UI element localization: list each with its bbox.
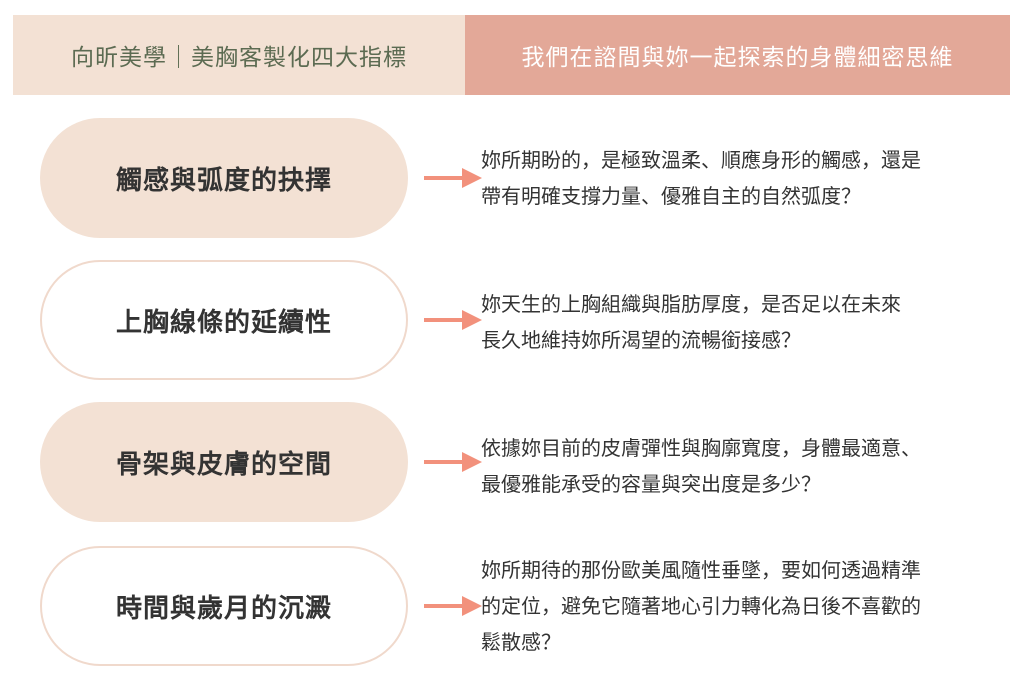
header-title: 向昕美學｜美胸客製化四大指標 bbox=[13, 15, 465, 95]
description-line: 妳所期盼的，是極致溫柔、順應身形的觸感，還是 bbox=[481, 148, 921, 172]
indicator-row-4: 時間與歲月的沉澱 妳所期待的那份歐美風隨性垂墜，要如何透過精準 的定位，避免它隨… bbox=[40, 546, 1000, 670]
indicator-description: 妳所期盼的，是極致溫柔、順應身形的觸感，還是 帶有明確支撐力量、優雅自主的自然弧… bbox=[481, 142, 991, 214]
header-subtitle: 我們在諮間與妳一起探索的身體細密思維 bbox=[465, 15, 1010, 95]
description-line: 妳所期待的那份歐美風隨性垂墜，要如何透過精準 bbox=[481, 558, 921, 582]
description-line: 妳天生的上胸組織與脂肪厚度，是否足以在未來 bbox=[481, 292, 901, 316]
indicator-row-2: 上胸線條的延續性 妳天生的上胸組織與脂肪厚度，是否足以在未來 長久地維持妳所渴望… bbox=[40, 260, 1000, 384]
description-line: 的定位，避免它隨著地心引力轉化為日後不喜歡的 bbox=[481, 594, 921, 618]
indicator-description: 妳所期待的那份歐美風隨性垂墜，要如何透過精準 的定位，避免它隨著地心引力轉化為日… bbox=[481, 552, 991, 660]
header-bar: 向昕美學｜美胸客製化四大指標 我們在諮間與妳一起探索的身體細密思維 bbox=[13, 15, 1010, 95]
indicator-row-3: 骨架與皮膚的空間 依據妳目前的皮膚彈性與胸廓寬度，身體最適意、 最優雅能承受的容… bbox=[40, 402, 1000, 526]
description-line: 依據妳目前的皮膚彈性與胸廓寬度，身體最適意、 bbox=[481, 436, 921, 460]
indicator-description: 妳天生的上胸組織與脂肪厚度，是否足以在未來 長久地維持妳所渴望的流暢銜接感？ bbox=[481, 286, 991, 358]
indicator-pill: 觸感與弧度的抉擇 bbox=[40, 118, 408, 238]
indicator-row-1: 觸感與弧度的抉擇 妳所期盼的，是極致溫柔、順應身形的觸感，還是 帶有明確支撐力量… bbox=[40, 118, 1000, 242]
description-line: 最優雅能承受的容量與突出度是多少？ bbox=[481, 472, 821, 496]
description-line: 帶有明確支撐力量、優雅自主的自然弧度？ bbox=[481, 184, 861, 208]
indicator-pill: 上胸線條的延續性 bbox=[40, 260, 408, 380]
indicator-pill: 骨架與皮膚的空間 bbox=[40, 402, 408, 522]
arrow-right-icon bbox=[424, 168, 482, 188]
arrow-right-icon bbox=[424, 452, 482, 472]
description-line: 長久地維持妳所渴望的流暢銜接感？ bbox=[481, 328, 801, 352]
indicator-pill: 時間與歲月的沉澱 bbox=[40, 546, 408, 666]
arrow-right-icon bbox=[424, 596, 482, 616]
description-line: 鬆散感？ bbox=[481, 630, 561, 654]
arrow-right-icon bbox=[424, 310, 482, 330]
indicator-description: 依據妳目前的皮膚彈性與胸廓寬度，身體最適意、 最優雅能承受的容量與突出度是多少？ bbox=[481, 430, 991, 502]
